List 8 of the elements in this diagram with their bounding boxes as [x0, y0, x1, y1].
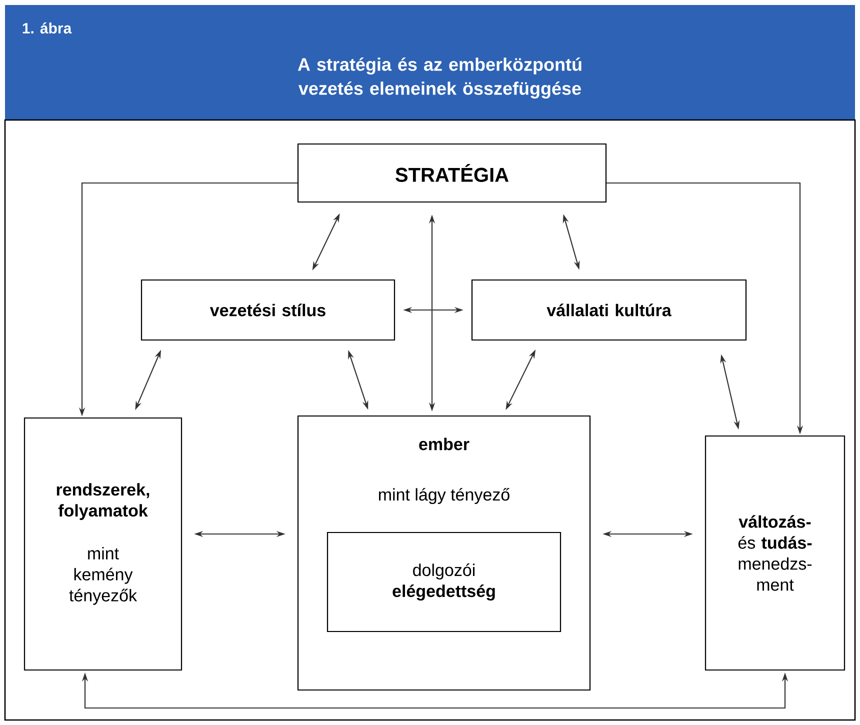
- strategy-box: STRATÉGIA: [297, 143, 607, 203]
- process-box: változás- és tudás- menedzs- ment: [704, 435, 846, 671]
- figure-number: 1. ábra: [22, 22, 72, 34]
- process-box: vállalati kultúra: [471, 279, 747, 341]
- process-box: dolgozói elégedettség: [326, 532, 562, 632]
- process-box: vezetési stílus: [140, 279, 396, 341]
- title: A stratégia és az emberközpontú vezetés elemeinek összefüggése: [298, 57, 582, 98]
- process-box: rendszerek, folyamatok mint kemény tényezők: [24, 417, 182, 671]
